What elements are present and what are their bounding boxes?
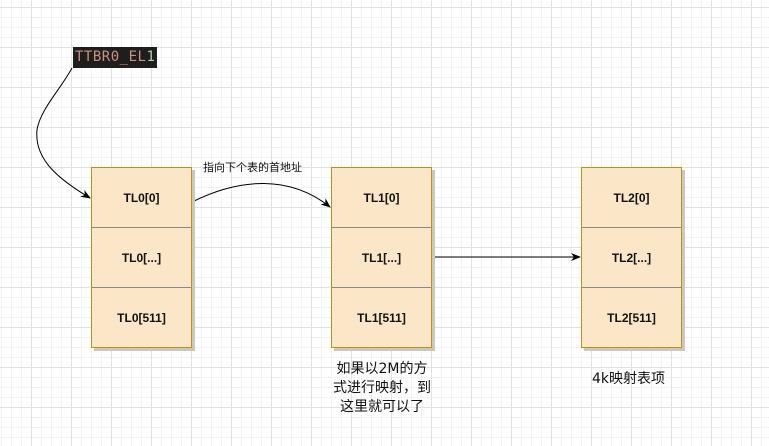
table-tl1: TL1[0] TL1[...] TL1[511]	[331, 167, 432, 348]
page-4k-note-label: 4k映射表项	[592, 371, 666, 387]
table-entry: TL0[...]	[92, 228, 191, 288]
table-entry: TL1[...]	[332, 228, 431, 288]
table-entry: TL0[0]	[92, 168, 191, 228]
arrow-ttbr-to-tl0	[36, 67, 91, 199]
note-line: 如果以2M的方	[336, 361, 428, 377]
table-entry: TL1[511]	[357, 311, 406, 325]
pointer-note-label: 指向下个表的首地址	[203, 161, 302, 174]
block-2m-note-label: 如果以2M的方 式进行映射，到 这里就可以了	[322, 360, 442, 417]
table-tl2: TL2[0] TL2[...] TL2[511]	[581, 167, 682, 348]
table-entry: TL1[0]	[332, 168, 431, 228]
table-entry: TL2[0]	[582, 168, 681, 228]
note-line: 这里就可以了	[340, 399, 424, 415]
arrow-tl0-to-tl1	[191, 183, 331, 208]
table-tl0: TL0[0] TL0[...] TL0[511]	[91, 167, 192, 348]
table-entry: TL2[511]	[607, 311, 656, 325]
register-name: TTBR0_EL	[75, 49, 147, 65]
note-line: 式进行映射，到	[333, 380, 431, 396]
table-entry: TL0[511]	[117, 311, 166, 325]
ttbr0-el1-register: TTBR0_EL1	[73, 47, 158, 68]
table-entry: TL2[...]	[582, 228, 681, 288]
register-suffix: 1	[146, 49, 156, 65]
